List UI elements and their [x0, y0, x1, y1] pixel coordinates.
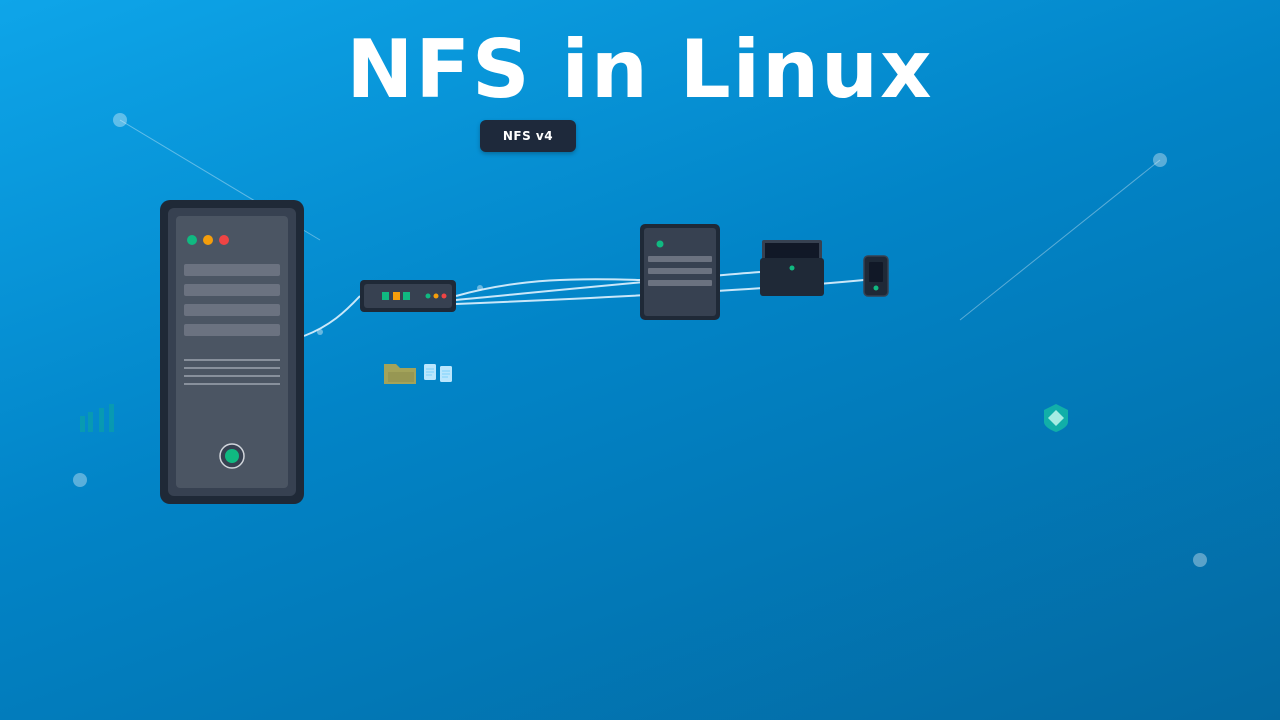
status-led-green [187, 235, 197, 245]
drive-bay [184, 264, 280, 276]
network-switch-icon [360, 280, 456, 312]
shared-files-icon [424, 364, 452, 382]
power-led [225, 449, 239, 463]
deco-node [1153, 153, 1167, 167]
switch-led [425, 293, 431, 299]
status-led-red [219, 235, 229, 245]
cable-switch-to-laptop [455, 271, 761, 301]
client-server-icon [640, 224, 720, 320]
client-phone-icon [863, 255, 889, 297]
nfs-server-tower-icon [160, 200, 304, 504]
client-drive-bay [648, 268, 712, 274]
vent-lines [184, 359, 280, 385]
switch-led [433, 293, 439, 299]
client-drive-bay [648, 280, 712, 286]
switch-port [403, 292, 410, 300]
shared-folder-icon [384, 364, 416, 384]
drive-bay [184, 324, 280, 336]
switch-led [441, 293, 447, 299]
drive-bay [184, 304, 280, 316]
laptop-led [789, 265, 795, 271]
client-laptop-icon [760, 240, 824, 296]
client-server-led [656, 240, 664, 248]
cable-server-to-switch [303, 295, 361, 337]
signal-bars-icon [80, 404, 114, 432]
status-led-amber [203, 235, 213, 245]
cable-switch-to-client-server [455, 278, 641, 297]
security-shield-icon [1044, 404, 1068, 432]
deco-node [73, 473, 87, 487]
switch-port [382, 292, 389, 300]
deco-line [959, 159, 1161, 321]
page-title: NFS in Linux [346, 23, 934, 116]
client-drive-bay [648, 256, 712, 262]
switch-port [393, 292, 400, 300]
deco-node [113, 113, 127, 127]
deco-node [1193, 553, 1207, 567]
protocol-badge: NFS v4 [480, 120, 576, 152]
phone-led [873, 285, 879, 291]
drive-bay [184, 284, 280, 296]
